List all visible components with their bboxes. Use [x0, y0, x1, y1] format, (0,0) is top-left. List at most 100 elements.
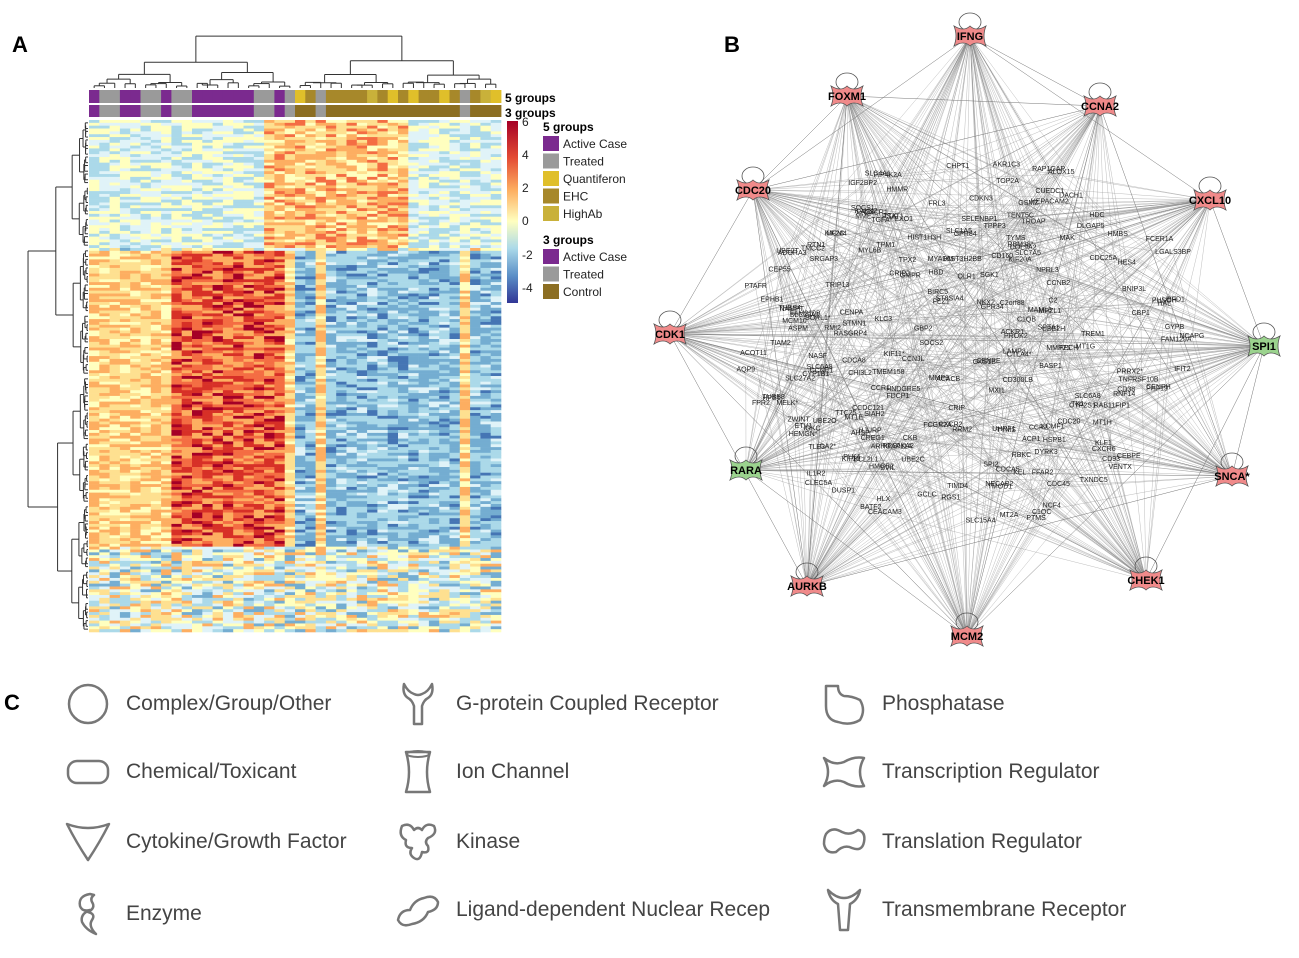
heatmap-cell [418, 390, 430, 394]
heatmap-cell [233, 401, 244, 405]
heatmap-cell [192, 219, 203, 223]
heatmap-cell [274, 330, 285, 334]
heatmap-cell [356, 347, 368, 351]
heatmap-cell [274, 262, 285, 266]
heatmap-cell [305, 265, 316, 269]
heatmap-cell [119, 145, 131, 149]
heatmap-cell [480, 202, 491, 206]
heatmap-cell [89, 202, 100, 206]
heatmap-cell [264, 242, 275, 246]
heatmap-cell [428, 188, 440, 192]
heatmap-cell [243, 245, 255, 249]
heatmap-cell [264, 324, 275, 328]
heatmap-cell [480, 304, 491, 309]
heatmap-cell [418, 358, 430, 363]
heatmap-cell [284, 339, 296, 343]
heatmap-cell [336, 174, 347, 178]
heatmap-cell [490, 250, 502, 254]
heatmap-cell [192, 313, 203, 317]
heatmap-cell [480, 259, 491, 263]
heatmap-cell [480, 211, 491, 215]
heatmap-cell [367, 299, 378, 303]
heatmap-cell [377, 273, 388, 277]
heatmap-cell [171, 265, 182, 269]
heatmap-cell [130, 205, 141, 209]
heatmap-cell [140, 384, 152, 388]
heatmap-cell [233, 373, 244, 377]
heatmap-cell [439, 370, 450, 374]
heatmap-cell [264, 384, 275, 388]
heatmap-cell [439, 407, 450, 411]
heatmap-cell [315, 327, 327, 331]
heatmap-cell [387, 410, 399, 414]
heatmap-cell [192, 358, 203, 363]
heatmap-cell [490, 387, 502, 391]
heatmap-cell [253, 279, 265, 283]
heatmap-cell [325, 137, 337, 141]
heatmap-cell [140, 154, 152, 158]
heatmap-cell [109, 265, 121, 269]
heatmap-cell [377, 242, 388, 246]
heatmap-cell [202, 208, 213, 212]
heatmap-cell [140, 225, 152, 229]
heatmap-cell [439, 162, 450, 166]
heatmap-cell [212, 239, 224, 243]
heatmap-cell [274, 296, 285, 300]
heatmap-cell [459, 262, 471, 266]
heatmap-cell [459, 219, 471, 223]
heatmap-cell [490, 137, 502, 141]
heatmap-cell [119, 239, 131, 243]
heatmap-cell [387, 313, 399, 317]
heatmap-cell [336, 313, 347, 317]
heatmap-cell [408, 273, 419, 277]
heatmap-cell [109, 171, 121, 175]
heatmap-cell [212, 393, 224, 397]
heatmap-cell [264, 339, 275, 343]
heatmap-cell [130, 270, 141, 274]
heatmap-cell [336, 353, 347, 357]
heatmap-cell [449, 279, 461, 283]
heatmap-cell [377, 188, 388, 192]
heatmap-cell [284, 174, 296, 178]
heatmap-cell [243, 398, 255, 402]
heatmap-cell [346, 310, 358, 314]
heatmap-cell [130, 287, 141, 291]
heatmap-cell [109, 145, 121, 149]
heatmap-cell [119, 216, 131, 220]
heatmap-cell [222, 174, 234, 178]
heatmap-cell [398, 193, 409, 198]
heatmap-cell [202, 378, 213, 382]
heatmap-cell [408, 395, 419, 400]
heatmap-cell [99, 174, 110, 178]
heatmap-cell [130, 370, 141, 374]
heatmap-cell [459, 193, 471, 198]
heatmap-cell [459, 307, 471, 311]
heatmap-cell [109, 319, 121, 323]
heatmap-cell [439, 307, 450, 311]
heatmap-cell [161, 250, 172, 254]
heatmap-cell [243, 233, 255, 237]
heatmap-cell [387, 327, 399, 331]
heatmap-cell [161, 364, 172, 368]
heatmap-cell [377, 324, 388, 328]
heatmap-cell [480, 287, 491, 291]
heatmap-cell [99, 376, 110, 380]
heatmap-cell [99, 253, 110, 257]
heatmap-cell [346, 216, 358, 220]
heatmap-cell [418, 410, 430, 414]
heatmap-cell [315, 208, 327, 212]
heatmap-cell [161, 347, 172, 351]
heatmap-cell [470, 421, 481, 425]
heatmap-cell [325, 211, 337, 215]
heatmap-cell [490, 290, 502, 294]
heatmap-cell [171, 205, 182, 209]
heatmap-cell [490, 418, 502, 422]
heatmap-cell [284, 265, 296, 269]
heatmap-cell [130, 381, 141, 385]
heatmap-cell [459, 299, 471, 303]
heatmap-cell [470, 211, 481, 215]
heatmap-cell [140, 333, 152, 337]
heatmap-cell [408, 390, 419, 394]
heatmap-cell [253, 313, 265, 317]
heatmap-cell [418, 185, 430, 189]
